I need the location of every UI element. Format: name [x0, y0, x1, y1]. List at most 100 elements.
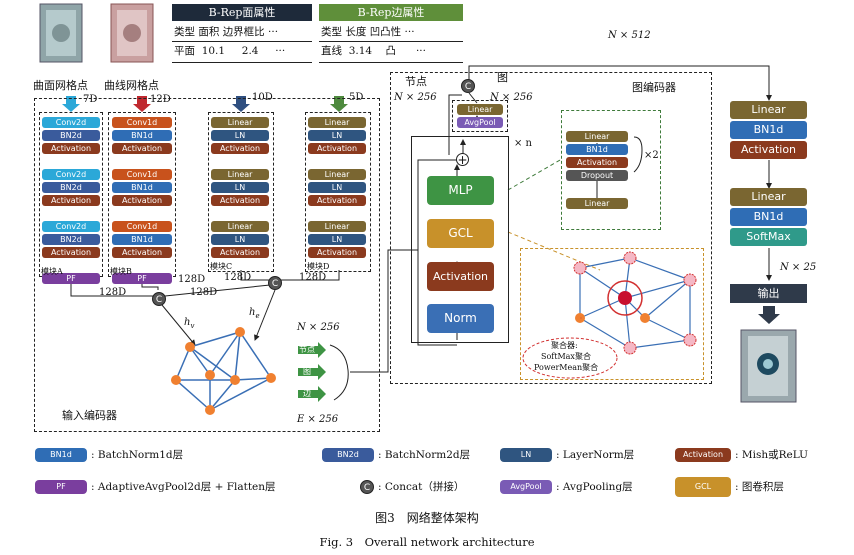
- face-cell-3: ···: [275, 45, 286, 57]
- dim-concat-v: 128D: [190, 287, 218, 298]
- module-c-block-linear: Linear: [211, 221, 269, 232]
- concat-v-icon: C: [152, 292, 166, 306]
- classifier-bn1d-1: BN1d: [730, 121, 807, 139]
- edge-cell-2: 凸: [385, 45, 396, 57]
- module-c-frame: [208, 112, 274, 272]
- module-b-block-pf: PF: [112, 273, 172, 284]
- module-c-block-ln: LN: [211, 182, 269, 193]
- legend-gcl-text: : 图卷积层: [735, 481, 784, 493]
- classifier-softmax-5: SoftMax: [730, 228, 807, 246]
- face-header-3: ···: [268, 26, 279, 38]
- module-a-block-bn2d: BN2d: [42, 130, 100, 141]
- graph-encoder-frame: [390, 72, 712, 384]
- module-b-block-activation: Activation: [112, 195, 172, 206]
- face-header-1: 面积: [198, 26, 220, 38]
- module-d-block-ln: LN: [308, 182, 366, 193]
- n256-label: N × 256: [297, 322, 340, 333]
- face-header-2: 边界框比: [222, 26, 265, 38]
- input-encoder-label: 输入编码器: [62, 409, 117, 422]
- ge-graph-dim: N × 256: [490, 92, 533, 103]
- module-a-block-bn2d: BN2d: [42, 182, 100, 193]
- encoder-out-edge: 边: [303, 389, 311, 398]
- norm-block: Norm: [427, 304, 494, 333]
- legend-gcl-swatch: GCL: [675, 477, 731, 497]
- classifier-bn1d-4: BN1d: [730, 208, 807, 226]
- residual-plus-icon: +: [456, 153, 469, 167]
- ge-node-dim: N × 256: [394, 92, 437, 103]
- legend-pf-swatch: PF: [35, 480, 87, 494]
- module-b-block-activation: Activation: [112, 143, 172, 154]
- module-c-block-activation: Activation: [211, 247, 269, 258]
- module-d-block-linear: Linear: [308, 169, 366, 180]
- edge-cell-0: 直线: [321, 45, 342, 57]
- module-c-block-ln: LN: [211, 234, 269, 245]
- module-b-block-bn1d: BN1d: [112, 234, 172, 245]
- module-d-block-activation: Activation: [308, 143, 366, 154]
- dim-7d: 7D: [83, 94, 98, 105]
- edge-header-0: 类型: [321, 26, 342, 38]
- module-c-block-ln: LN: [211, 130, 269, 141]
- module-b-label: 模块B: [110, 267, 132, 276]
- ge-avgpool: AvgPool: [457, 117, 503, 128]
- module-b-block-conv1d: Conv1d: [112, 221, 172, 232]
- caption-en: Fig. 3 Overall network architecture: [319, 535, 535, 549]
- module-d-block-activation: Activation: [308, 247, 366, 258]
- legend-avgpool-swatch: AvgPool: [500, 480, 552, 494]
- agg-title: 聚合器:: [551, 341, 578, 350]
- activation-block: Activation: [427, 262, 494, 291]
- legend-pf-text: : AdaptiveAvgPool2d层 + Flatten层: [91, 481, 276, 493]
- ge-repeat: × n: [514, 138, 532, 149]
- input-encoder-frame: [34, 98, 380, 432]
- agg-line-1: PowerMean聚合: [534, 363, 599, 372]
- ge-stack-frame: [411, 136, 509, 343]
- module-a-block-conv2d: Conv2d: [42, 221, 100, 232]
- encoder-out-graph: 图: [303, 367, 311, 376]
- surface-points-label: 曲面网格点: [33, 79, 88, 92]
- classifier-linear-0: Linear: [730, 101, 807, 119]
- legend-bn2d-swatch: BN2d: [322, 448, 374, 462]
- classifier-activation-2: Activation: [730, 141, 807, 159]
- e256-label: E × 256: [297, 414, 339, 425]
- classifier-linear-3: Linear: [730, 188, 807, 206]
- edge-header-1: 长度: [345, 26, 367, 38]
- dim-a-out: 128D: [99, 287, 127, 298]
- legend-activation-swatch: Activation: [675, 448, 731, 462]
- module-b-block-conv1d: Conv1d: [112, 117, 172, 128]
- graph-encoder-label: 图编码器: [632, 81, 676, 94]
- module-a-label: 模块A: [41, 267, 63, 276]
- module-a-block-pf: PF: [42, 273, 100, 284]
- legend-bn1d-swatch: BN1d: [35, 448, 87, 462]
- module-d-block-ln: LN: [308, 234, 366, 245]
- mlp-detail-linear-0: Linear: [566, 131, 628, 142]
- legend-concat-text: : Concat（拼接）: [378, 481, 465, 493]
- dim-12d: 12D: [150, 94, 171, 105]
- module-a-block-activation: Activation: [42, 143, 100, 154]
- he-label: he: [249, 307, 260, 320]
- module-a-block-activation: Activation: [42, 247, 100, 258]
- mlp-detail-bn1d-1: BN1d: [566, 144, 628, 155]
- legend-ln-swatch: LN: [500, 448, 552, 462]
- module-b-block-conv1d: Conv1d: [112, 169, 172, 180]
- ge-concat-icon: C: [461, 79, 475, 93]
- face-cell-1: 10.1: [201, 45, 226, 57]
- edge-table-title: B-Rep边属性: [319, 4, 463, 21]
- curve-points-label: 曲线网格点: [104, 79, 159, 92]
- ge-node-label: 节点: [405, 75, 427, 88]
- gcl-block: GCL: [427, 219, 494, 248]
- dim-5d: 5D: [349, 92, 364, 103]
- dim-b-out: 128D: [178, 274, 206, 285]
- legend-bn2d-text: : BatchNorm2d层: [378, 449, 471, 461]
- mlp-block: MLP: [427, 176, 494, 205]
- edge-cell-3: ···: [415, 45, 426, 57]
- encoder-out-node: 节点: [299, 345, 315, 354]
- dim-c-out: 128D: [224, 272, 252, 283]
- edge-header-2: 凹凸性: [369, 26, 402, 38]
- module-d-frame: [305, 112, 371, 272]
- module-a-block-conv2d: Conv2d: [42, 117, 100, 128]
- face-table: B-Rep面属性 类型 面积 边界框比 ··· 平面 10.1 2.4 ···: [172, 4, 312, 66]
- module-c-block-activation: Activation: [211, 143, 269, 154]
- gcl-detail-frame: [520, 248, 704, 380]
- concat-e-icon: C: [268, 276, 282, 290]
- module-d-block-ln: LN: [308, 130, 366, 141]
